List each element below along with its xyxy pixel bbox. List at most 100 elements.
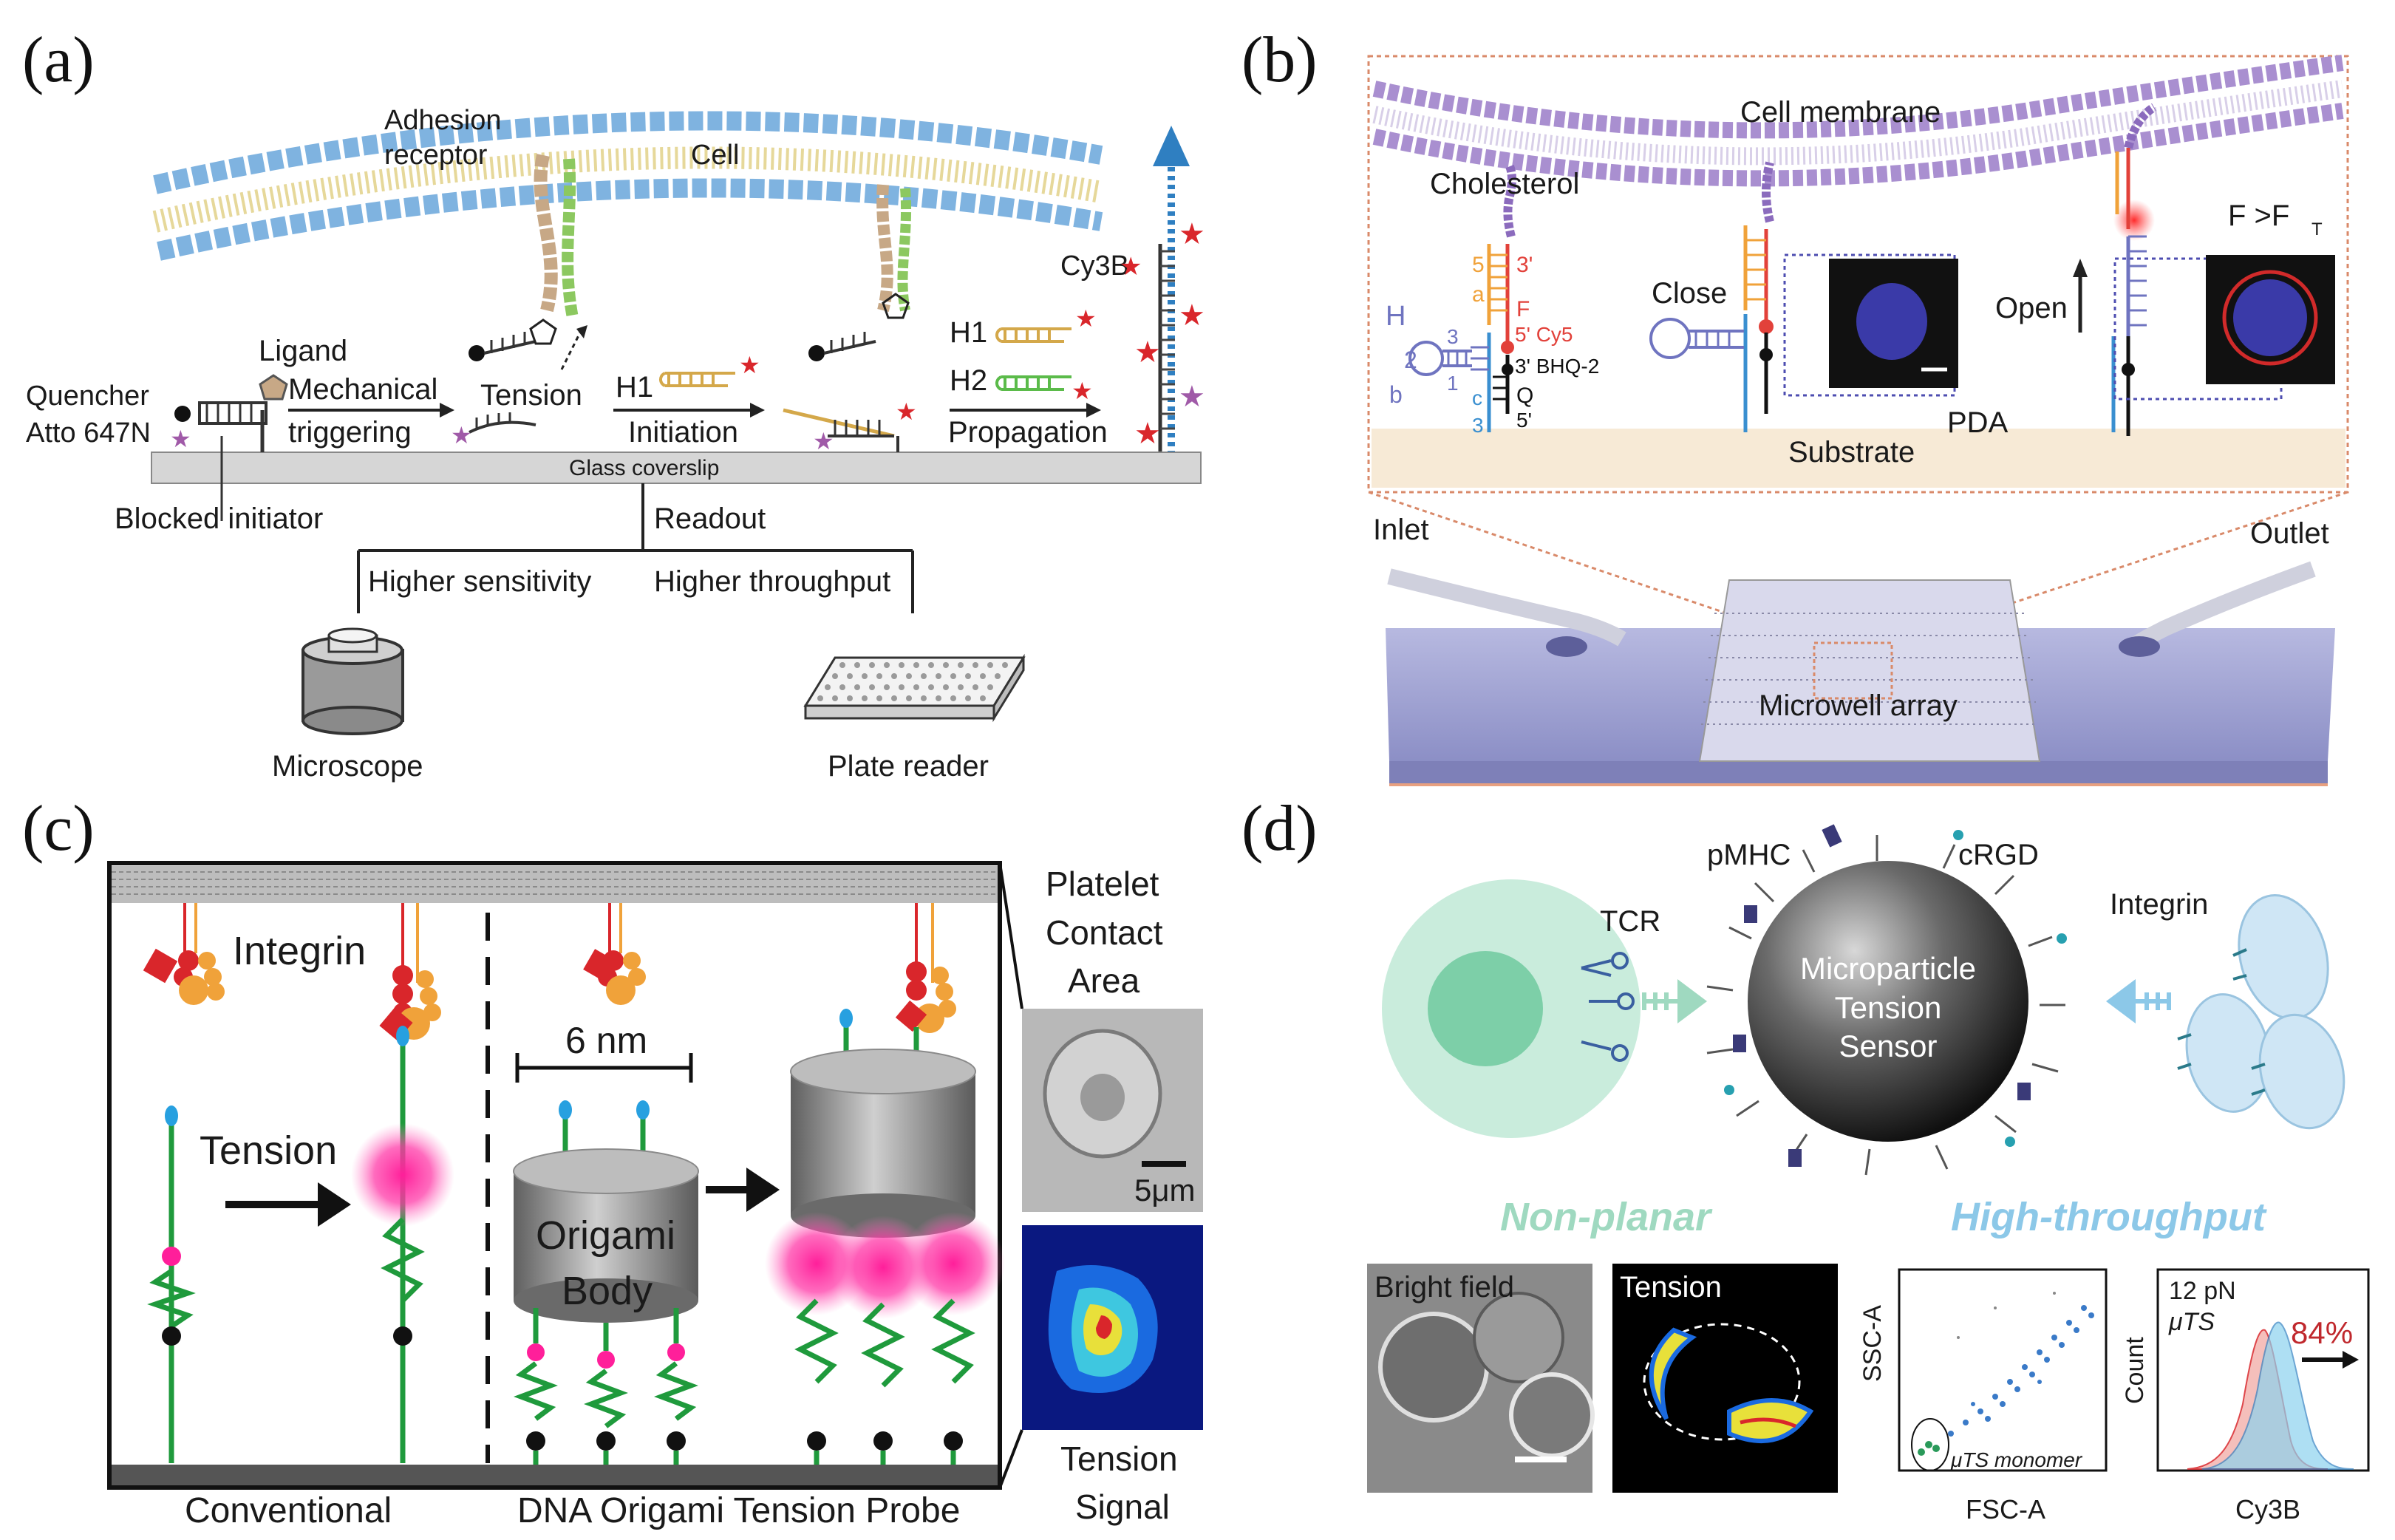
probe-schematic <box>1408 164 1516 432</box>
star-icon: ★ <box>1072 378 1093 404</box>
conventional-probe <box>147 1105 196 1463</box>
tension-label-d: Tension <box>1620 1271 1722 1304</box>
closed-state <box>1649 161 1774 432</box>
c-label: c <box>1472 386 1482 409</box>
cell-membrane-c <box>112 866 998 903</box>
microscope-label: Microscope <box>272 750 423 783</box>
ssc-label: SSC-A <box>1859 1305 1887 1382</box>
sensor-label-3: Sensor <box>1839 1029 1937 1063</box>
microfluidic-chip <box>1386 561 2335 786</box>
mechanical-label-2: triggering <box>288 416 412 449</box>
tension-signal-label-2: Signal <box>1075 1488 1170 1526</box>
c3-label: 3 <box>1472 414 1484 437</box>
panel-b-letter: (b) <box>1241 24 1318 96</box>
integrin-label-c: Integrin <box>233 929 366 973</box>
outlet-label: Outlet <box>2250 517 2329 550</box>
panel-a-letter: (a) <box>22 24 95 96</box>
panel-c: (c) Integrin <box>22 793 1203 1530</box>
scale-label-c: 5μm <box>1134 1173 1196 1207</box>
platelet-label-3: Area <box>1068 961 1140 1000</box>
panel-a: (a) Adhesion receptor Cell ★ ★ ★ ★ <box>22 24 1205 783</box>
crgd-label: cRGD <box>1958 839 2039 871</box>
star-icon: ★ <box>896 398 917 425</box>
star-icon: ★ <box>170 426 191 452</box>
cy3b-label: Cy3B <box>1060 251 1129 282</box>
five-prime-label: 5' <box>1516 409 1532 432</box>
six-nm-label: 6 nm <box>565 1020 647 1061</box>
bhq-label: 3' BHQ-2 <box>1515 355 1599 378</box>
microscope-icon <box>301 627 404 735</box>
count-label: Count <box>2121 1337 2149 1404</box>
n1-label: 1 <box>1447 372 1459 395</box>
nonplanar-label: Non-planar <box>1500 1195 1713 1239</box>
ligand-label: Ligand <box>259 335 347 367</box>
pmhc-label: pMHC <box>1707 839 1791 871</box>
q-label: Q <box>1516 384 1533 408</box>
tcr-label: TCR <box>1600 905 1660 938</box>
membrane-label: Cell membrane <box>1740 96 1941 129</box>
adhesion-label-1: Adhesion <box>384 105 501 136</box>
conventional-label: Conventional <box>185 1491 392 1530</box>
open-label: Open <box>1995 292 2068 324</box>
sensor-label-1: Microparticle <box>1800 951 1976 986</box>
h1b-label: H1 <box>950 316 987 349</box>
glass-label: Glass coverslip <box>569 456 719 480</box>
cy5-label: 5' Cy5 <box>1515 323 1573 346</box>
microwell-label: Microwell array <box>1759 689 1958 722</box>
substrate <box>1372 429 2345 488</box>
force-subscript: T <box>2311 219 2323 239</box>
integrin-label-d: Integrin <box>2110 888 2208 921</box>
substrate-label: Substrate <box>1788 436 1915 469</box>
star-icon: ★ <box>1179 299 1205 332</box>
tension-label-c: Tension <box>200 1128 337 1173</box>
bright-field-label: Bright field <box>1374 1271 1514 1304</box>
pda-label: PDA <box>1947 406 2009 439</box>
monomer-label: μTS monomer <box>1950 1448 2083 1471</box>
h2-label: H2 <box>950 364 987 397</box>
star-icon: ★ <box>1179 381 1205 413</box>
sensitivity-label: Higher sensitivity <box>368 565 591 598</box>
hairpin-h1b: ★ <box>995 305 1097 343</box>
cy3b-label-d: Cy3B <box>2235 1494 2300 1524</box>
star-icon: ★ <box>1075 305 1097 332</box>
cell-membrane-a <box>152 111 1103 261</box>
inlet-label: Inlet <box>1373 514 1429 546</box>
pn-label: 12 pN <box>2169 1277 2236 1305</box>
origami-probe-label: DNA Origami Tension Probe <box>517 1491 960 1530</box>
throughput-label: Higher throughput <box>654 565 890 598</box>
n2-label: 2 <box>1404 347 1417 373</box>
tcr-receptors <box>1581 952 1635 1062</box>
platelet-label-1: Platelet <box>1046 865 1159 903</box>
platelet-cells <box>2185 894 2345 1130</box>
tension-state: ★ <box>451 318 587 449</box>
readout-label: Readout <box>654 502 766 535</box>
stretched-probe <box>351 1026 454 1463</box>
quencher-label-2: Atto 647N <box>26 418 151 449</box>
integrin-2 <box>379 903 441 1041</box>
panel-d-letter: (d) <box>1241 793 1318 865</box>
origami-body-2 <box>765 1009 1005 1465</box>
star-icon: ★ <box>1120 253 1142 281</box>
mechanical-label-1: Mechanical <box>288 373 437 406</box>
star-icon: ★ <box>1134 418 1161 450</box>
plate-reader-icon <box>803 653 1026 723</box>
blocked-probe: ★ <box>170 374 288 452</box>
h-label: H <box>1386 301 1406 332</box>
initiated-probe: ★ ★ <box>783 293 917 454</box>
microparticle-sphere <box>1748 861 2028 1142</box>
t-cell-nucleus <box>1428 951 1543 1066</box>
crgd-markers <box>1724 830 2067 1147</box>
tension-signal-label-1: Tension <box>1060 1440 1178 1478</box>
glass-coverslip <box>151 452 1202 484</box>
zoom-frame <box>1367 55 2349 494</box>
star-icon: ★ <box>813 428 834 454</box>
h1-label: H1 <box>616 371 653 403</box>
scatter-points <box>1918 1292 2094 1456</box>
blocked-initiator-label: Blocked initiator <box>115 502 323 535</box>
pmhc-markers <box>1733 824 2031 1167</box>
surface-probes <box>1706 835 2065 1176</box>
cell-label: Cell <box>691 140 739 171</box>
cy3b-arrow: ★ ★ ★ ★ ★ <box>1134 126 1205 473</box>
star-icon: ★ <box>1179 218 1205 251</box>
